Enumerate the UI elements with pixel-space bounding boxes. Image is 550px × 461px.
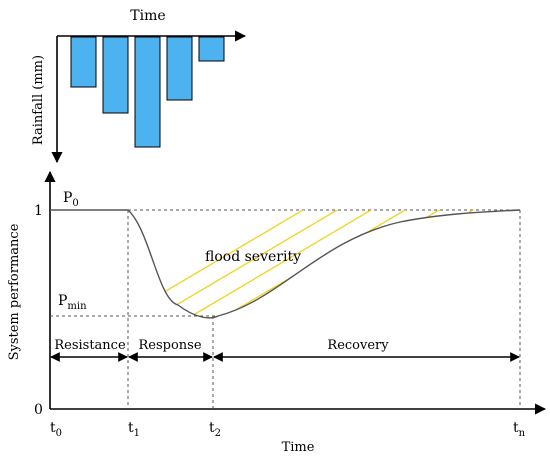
performance-curve — [50, 209, 521, 319]
hatch-line — [133, 210, 355, 318]
hatch-line — [405, 210, 520, 318]
hatch-line — [473, 210, 520, 318]
hatch-line — [269, 210, 491, 318]
hatch-line — [337, 210, 520, 318]
x-tick-t2: t2 — [209, 420, 221, 439]
rainfall-bar — [102, 36, 129, 114]
pmin-label: Pmin — [58, 293, 87, 312]
rainfall-bar — [198, 36, 225, 62]
flood-severity-hatch — [128, 200, 550, 330]
hatch-line — [167, 210, 389, 318]
hatch-line — [542, 200, 550, 330]
rainfall-bar — [134, 36, 161, 148]
p0-label: P0 — [63, 190, 79, 209]
rainfall-inset: Time Rainfall (mm) — [31, 8, 247, 164]
rainfall-bar — [70, 36, 97, 88]
rainfall-ylabel: Rainfall (mm) — [31, 55, 46, 145]
x-tick-tn: tn — [513, 420, 526, 439]
rainfall-bars — [70, 36, 225, 148]
hatch-line — [439, 210, 520, 318]
y-axis-label: System performance — [7, 223, 22, 360]
hatch-line — [128, 210, 321, 318]
y-tick-1: 1 — [34, 203, 43, 219]
hatch-line — [371, 210, 520, 318]
phase-recovery-label: Recovery — [327, 338, 389, 353]
x-tick-t1: t1 — [128, 420, 140, 439]
performance-chart: flood severity P0 Pmin 1 0 t0 t1 t2 tn T… — [7, 170, 550, 455]
hatch-line — [235, 210, 457, 318]
phase-response-label: Response — [138, 338, 201, 353]
phase-resistance-label: Resistance — [54, 338, 126, 353]
x-tick-t0: t0 — [50, 420, 62, 439]
rainfall-bar — [166, 36, 193, 101]
x-axis-label: Time — [282, 440, 315, 455]
y-tick-0: 0 — [34, 402, 43, 418]
hatch-line — [507, 210, 520, 318]
flood-severity-label: flood severity — [205, 249, 301, 265]
rainfall-title: Time — [130, 8, 165, 24]
